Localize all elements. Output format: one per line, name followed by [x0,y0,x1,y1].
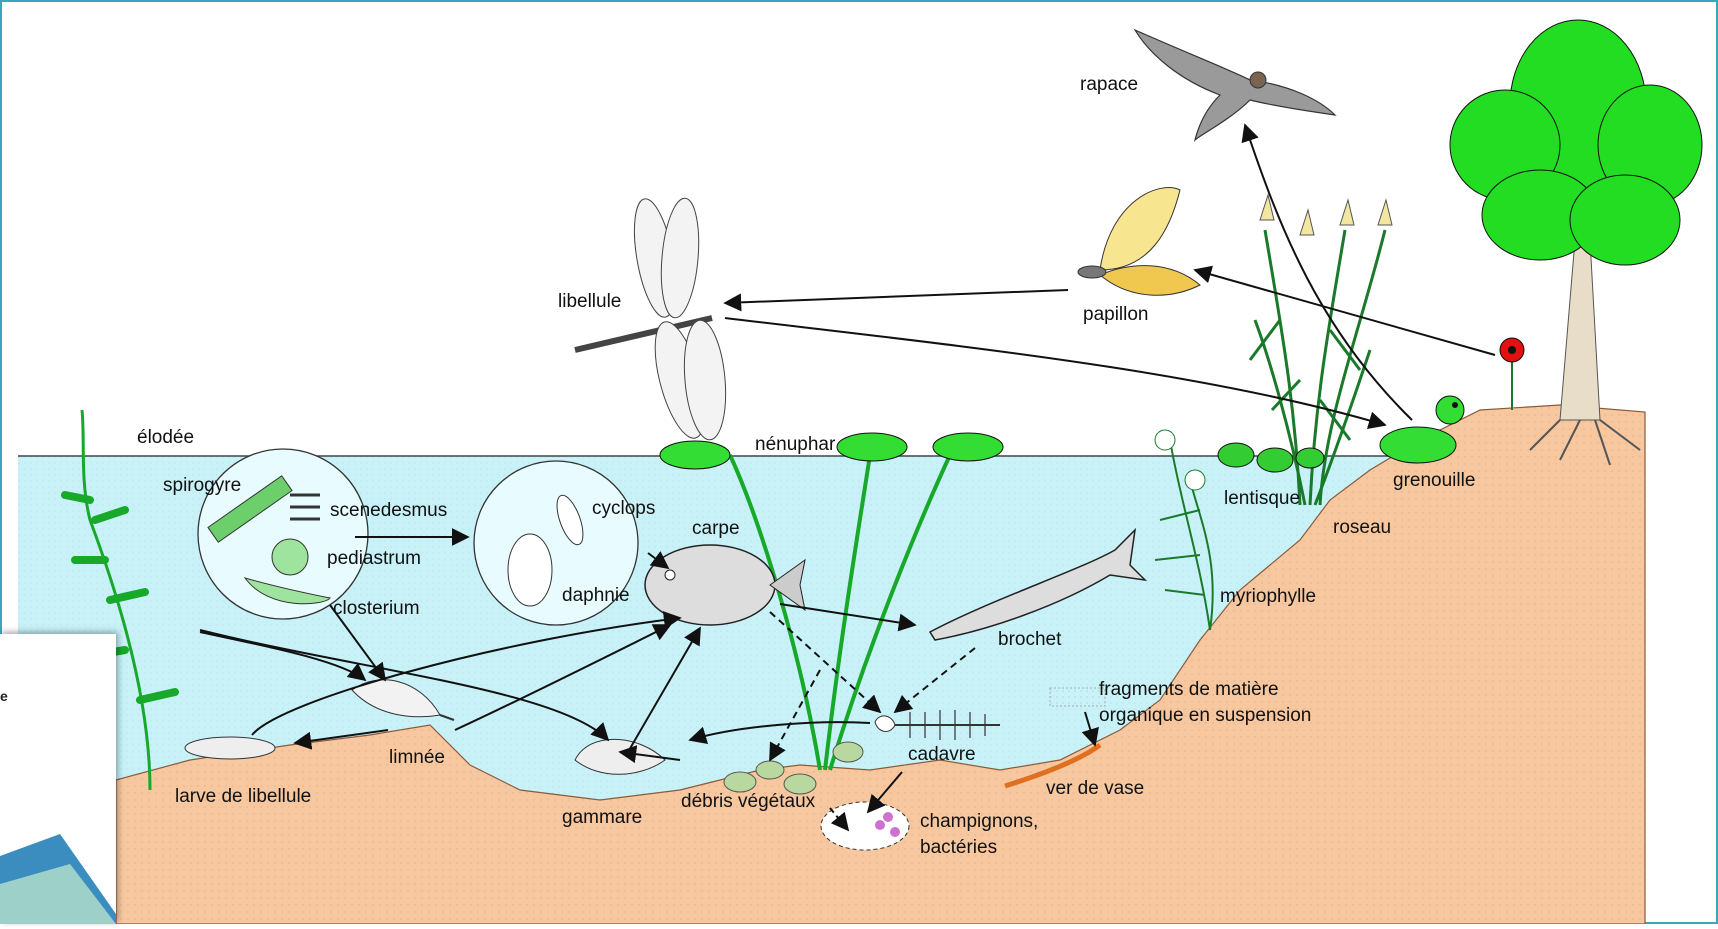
label-scenedesmus: scenedesmus [330,500,447,521]
label-champignons-2: bactéries [920,837,997,858]
dragonfly-icon [575,196,730,443]
label-grenouille: grenouille [1393,470,1475,491]
label-myriophylle: myriophylle [1220,586,1316,607]
label-debris: débris végétaux [681,791,816,812]
label-spirogyre: spirogyre [163,475,241,496]
fungi-bacteria-bubble [821,802,909,850]
daphnie-icon [508,534,552,606]
label-rapace: rapace [1080,74,1138,95]
raptor-icon [1135,30,1335,140]
label-limnee: limnée [389,747,445,768]
flower-icon [1500,338,1524,410]
pediastrum-icon [272,539,308,575]
label-fragments-2: organique en suspension [1099,705,1311,726]
overlapping-window-fragment: e [0,634,116,924]
label-brochet: brochet [998,629,1062,650]
label-nenuphar: nénuphar [755,434,836,455]
label-pediastrum: pediastrum [327,548,421,569]
label-larve: larve de libellule [175,786,311,807]
suspended-matter-icon [1050,688,1105,706]
label-champignons-1: champignons, [920,811,1038,832]
tree-icon [1450,20,1702,465]
label-libellule: libellule [558,291,621,312]
label-lentisque: lentisque [1224,488,1300,509]
label-cyclops: cyclops [592,498,655,519]
fragment-graphic [0,634,116,924]
label-ver-de-vase: ver de vase [1046,778,1144,799]
label-elodee: élodée [137,427,194,448]
label-roseau: roseau [1333,517,1391,538]
label-papillon: papillon [1083,304,1149,325]
label-cadavre: cadavre [908,744,976,765]
butterfly-icon [1078,188,1200,296]
label-fragments-1: fragments de matière [1099,679,1279,700]
larva-icon [185,737,275,759]
label-carpe: carpe [692,518,740,539]
label-daphnie: daphnie [562,585,630,606]
label-gammare: gammare [562,807,642,828]
label-closterium: closterium [333,598,420,619]
